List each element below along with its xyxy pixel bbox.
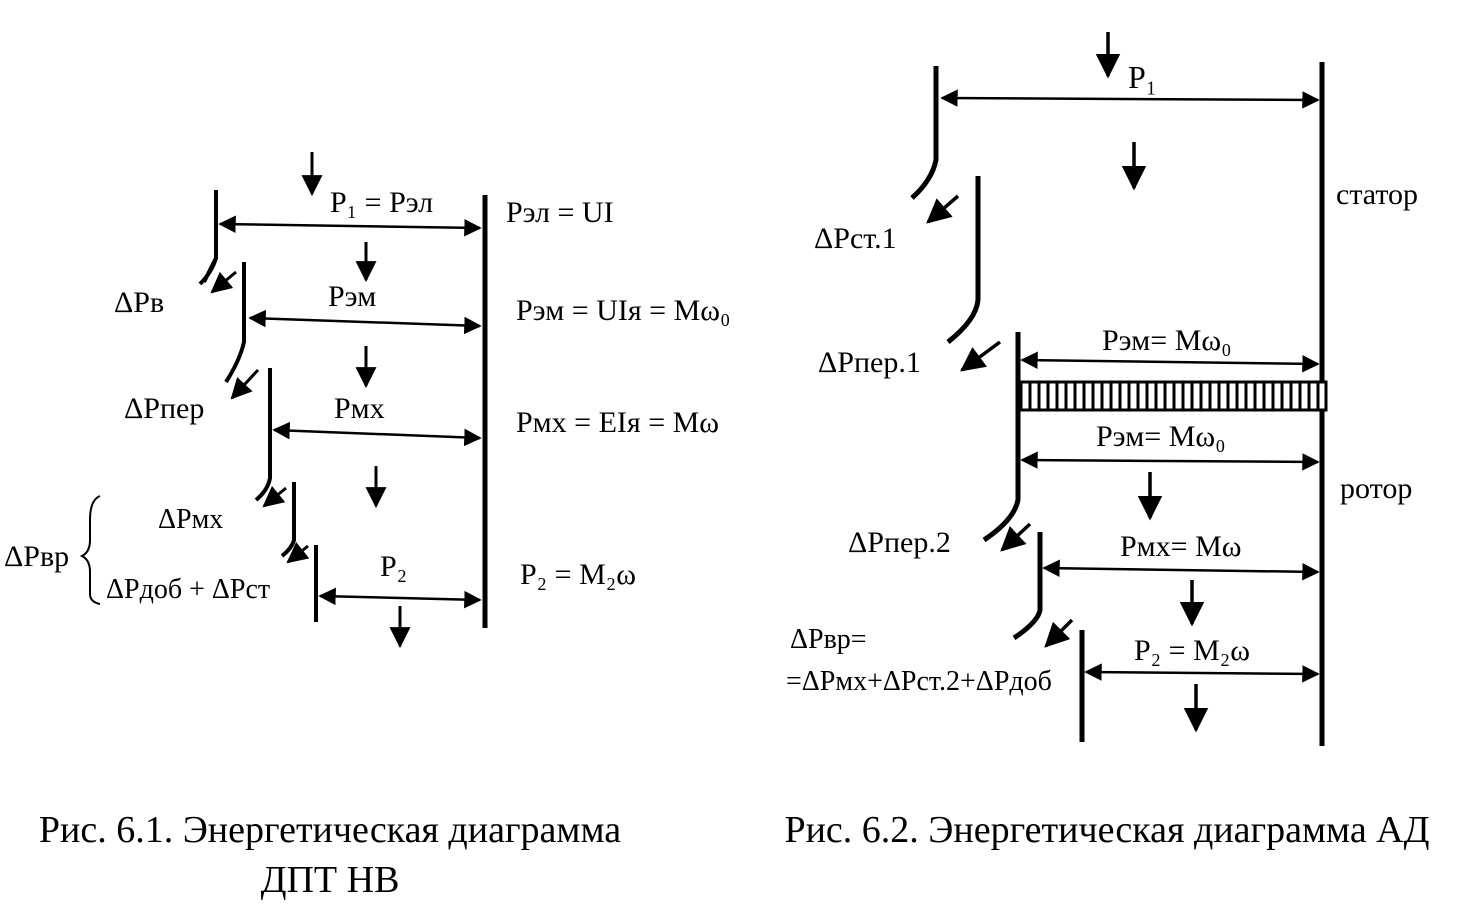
fig2-caption-line1: Рис. 6.2. Энергетическая диаграмма АД: [784, 809, 1430, 851]
fig2-p1-arrow: [940, 89, 1320, 109]
fig2-zone-rotor: ротор: [1340, 472, 1412, 505]
fig2-loss-arrow-per2: [1000, 522, 1032, 552]
fig1-loss-arrow-per: [230, 368, 260, 400]
fig2-label-dpper2: ΔPпер.2: [848, 526, 951, 559]
fig2-label-dpper1: ΔPпер.1: [818, 346, 921, 379]
fig1-p1-arrow: [218, 215, 482, 237]
fig2-label-dpst1: ΔPст.1: [814, 222, 897, 255]
fig1-label-dpdob: ΔPдоб + ΔPст: [106, 574, 270, 605]
fig1-formula-pel: Pэл = UI: [506, 196, 614, 229]
fig2-label-p2: P₂ = M₂ω: [1134, 634, 1250, 667]
fig2-caption: Рис. 6.2. Энергетическая диаграмма АД: [740, 805, 1474, 855]
fig1-label-dpmx: ΔPмх: [158, 504, 223, 535]
fig1-formula-p2: P₂ = M₂ω: [520, 558, 636, 591]
fig1-left-boundary-path: [198, 190, 318, 622]
fig1-loss-arrow-dob: [286, 541, 310, 564]
fig1-caption: Рис. 6.1. Энергетическая диаграмма ДПТ Н…: [0, 805, 660, 905]
fig1-label-pmx: Pмх: [334, 392, 385, 425]
fig1-label-p1: P₁ = Pэл: [330, 186, 433, 219]
fig1-pmx-arrow: [272, 421, 482, 447]
fig1-formula-pem: Pэм = UIя = Mω₀: [516, 294, 730, 327]
fig1-dpvr-brace: [79, 495, 101, 605]
fig1-label-dpper: ΔPпер: [124, 392, 204, 425]
fig1-label-dpv: ΔPв: [114, 286, 164, 319]
fig1-label-pem: Pэм: [328, 280, 376, 313]
fig1-formula-pmx: Pмх = EIя = Mω: [516, 406, 719, 439]
fig2-pmx-arrow: [1042, 559, 1320, 581]
figure-6-1-dpt-nv: P₁ = Pэл Pэм Pмх P₂ ΔPв ΔPпер ΔPмх ΔPдоб…: [4, 152, 730, 649]
fig2-air-gap-hatch: [1016, 380, 1328, 412]
fig1-label-dpvr: ΔPвр: [4, 540, 69, 573]
fig2-label-p1: P₁: [1128, 59, 1157, 95]
fig2-label-dpvr-line1: ΔPвр=: [790, 624, 867, 655]
fig2-label-pem-top: Pэм= Mω₀: [1102, 324, 1232, 357]
figure-6-2-ad: P₁ Pэм= Mω₀ Pэм= Mω₀ Pмх= Mω P₂ = M₂ω ΔP…: [786, 32, 1418, 746]
fig1-pem-arrow: [248, 309, 482, 335]
fig2-loss-arrow-vr: [1044, 618, 1074, 648]
fig1-caption-line1: Рис. 6.1. Энергетическая диаграмма: [38, 809, 622, 851]
fig1-loss-arrow-v: [210, 270, 237, 294]
fig2-pem-bottom-arrow: [1020, 451, 1320, 471]
fig2-label-pmx: Pмх= Mω: [1120, 530, 1242, 563]
fig2-label-pem-bottom: Pэм= Mω₀: [1096, 420, 1226, 453]
fig2-zone-stator: статор: [1336, 178, 1418, 211]
fig1-loss-arrow-mx: [262, 485, 287, 508]
fig1-label-p2: P₂: [380, 550, 407, 583]
fig1-p2-arrow: [318, 587, 482, 609]
fig1-caption-line2: ДПТ НВ: [260, 859, 400, 901]
fig2-loss-arrow-per1: [960, 340, 1002, 372]
fig2-p2-arrow: [1084, 663, 1320, 683]
fig2-pem-top-arrow: [1020, 351, 1320, 373]
fig2-left-boundary-path: [910, 66, 1085, 742]
fig2-loss-arrow-st1: [926, 194, 960, 224]
fig2-label-dpvr-line2: =ΔPмх+ΔPст.2+ΔPдоб: [786, 666, 1052, 697]
